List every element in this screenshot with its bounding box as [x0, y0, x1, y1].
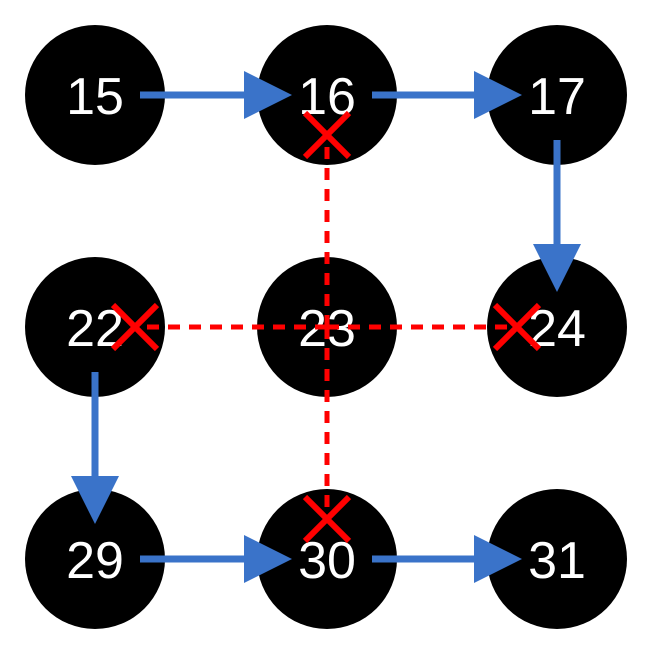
node-circle-16: [257, 25, 397, 165]
node-label-29: 29: [66, 532, 124, 590]
node-circle-24: [487, 257, 627, 397]
path-arrow-29-30: [140, 535, 292, 583]
arrow-head-icon: [533, 244, 581, 292]
path-arrows-layer: [71, 71, 581, 583]
path-arrow-22-29: [71, 372, 119, 524]
node-circle-22: [25, 257, 165, 397]
arrow-head-icon: [244, 535, 292, 583]
node-29: 29: [25, 489, 165, 629]
path-arrow-15-16: [140, 71, 292, 119]
node-circle-30: [257, 489, 397, 629]
node-label-15: 15: [66, 68, 124, 126]
node-label-17: 17: [528, 68, 586, 126]
blocked-edges-layer: [110, 110, 542, 544]
node-15: 15: [25, 25, 165, 165]
blocked-x-icon: [302, 110, 352, 160]
arrow-head-icon: [71, 476, 119, 524]
node-17: 17: [487, 25, 627, 165]
node-24: 24: [487, 257, 627, 397]
blocked-x-icon: [492, 302, 542, 352]
arrow-head-icon: [474, 535, 522, 583]
node-22: 22: [25, 257, 165, 397]
node-circle-17: [487, 25, 627, 165]
arrow-head-icon: [244, 71, 292, 119]
blocked-x-icon: [110, 302, 160, 352]
node-31: 31: [487, 489, 627, 629]
node-circle-15: [25, 25, 165, 165]
path-arrow-16-17: [372, 71, 522, 119]
path-arrow-30-31: [372, 535, 522, 583]
node-circle-31: [487, 489, 627, 629]
blocked-x-icon: [302, 494, 352, 544]
path-arrow-17-24: [533, 140, 581, 292]
node-label-31: 31: [528, 532, 586, 590]
arrow-head-icon: [474, 71, 522, 119]
node-circle-29: [25, 489, 165, 629]
